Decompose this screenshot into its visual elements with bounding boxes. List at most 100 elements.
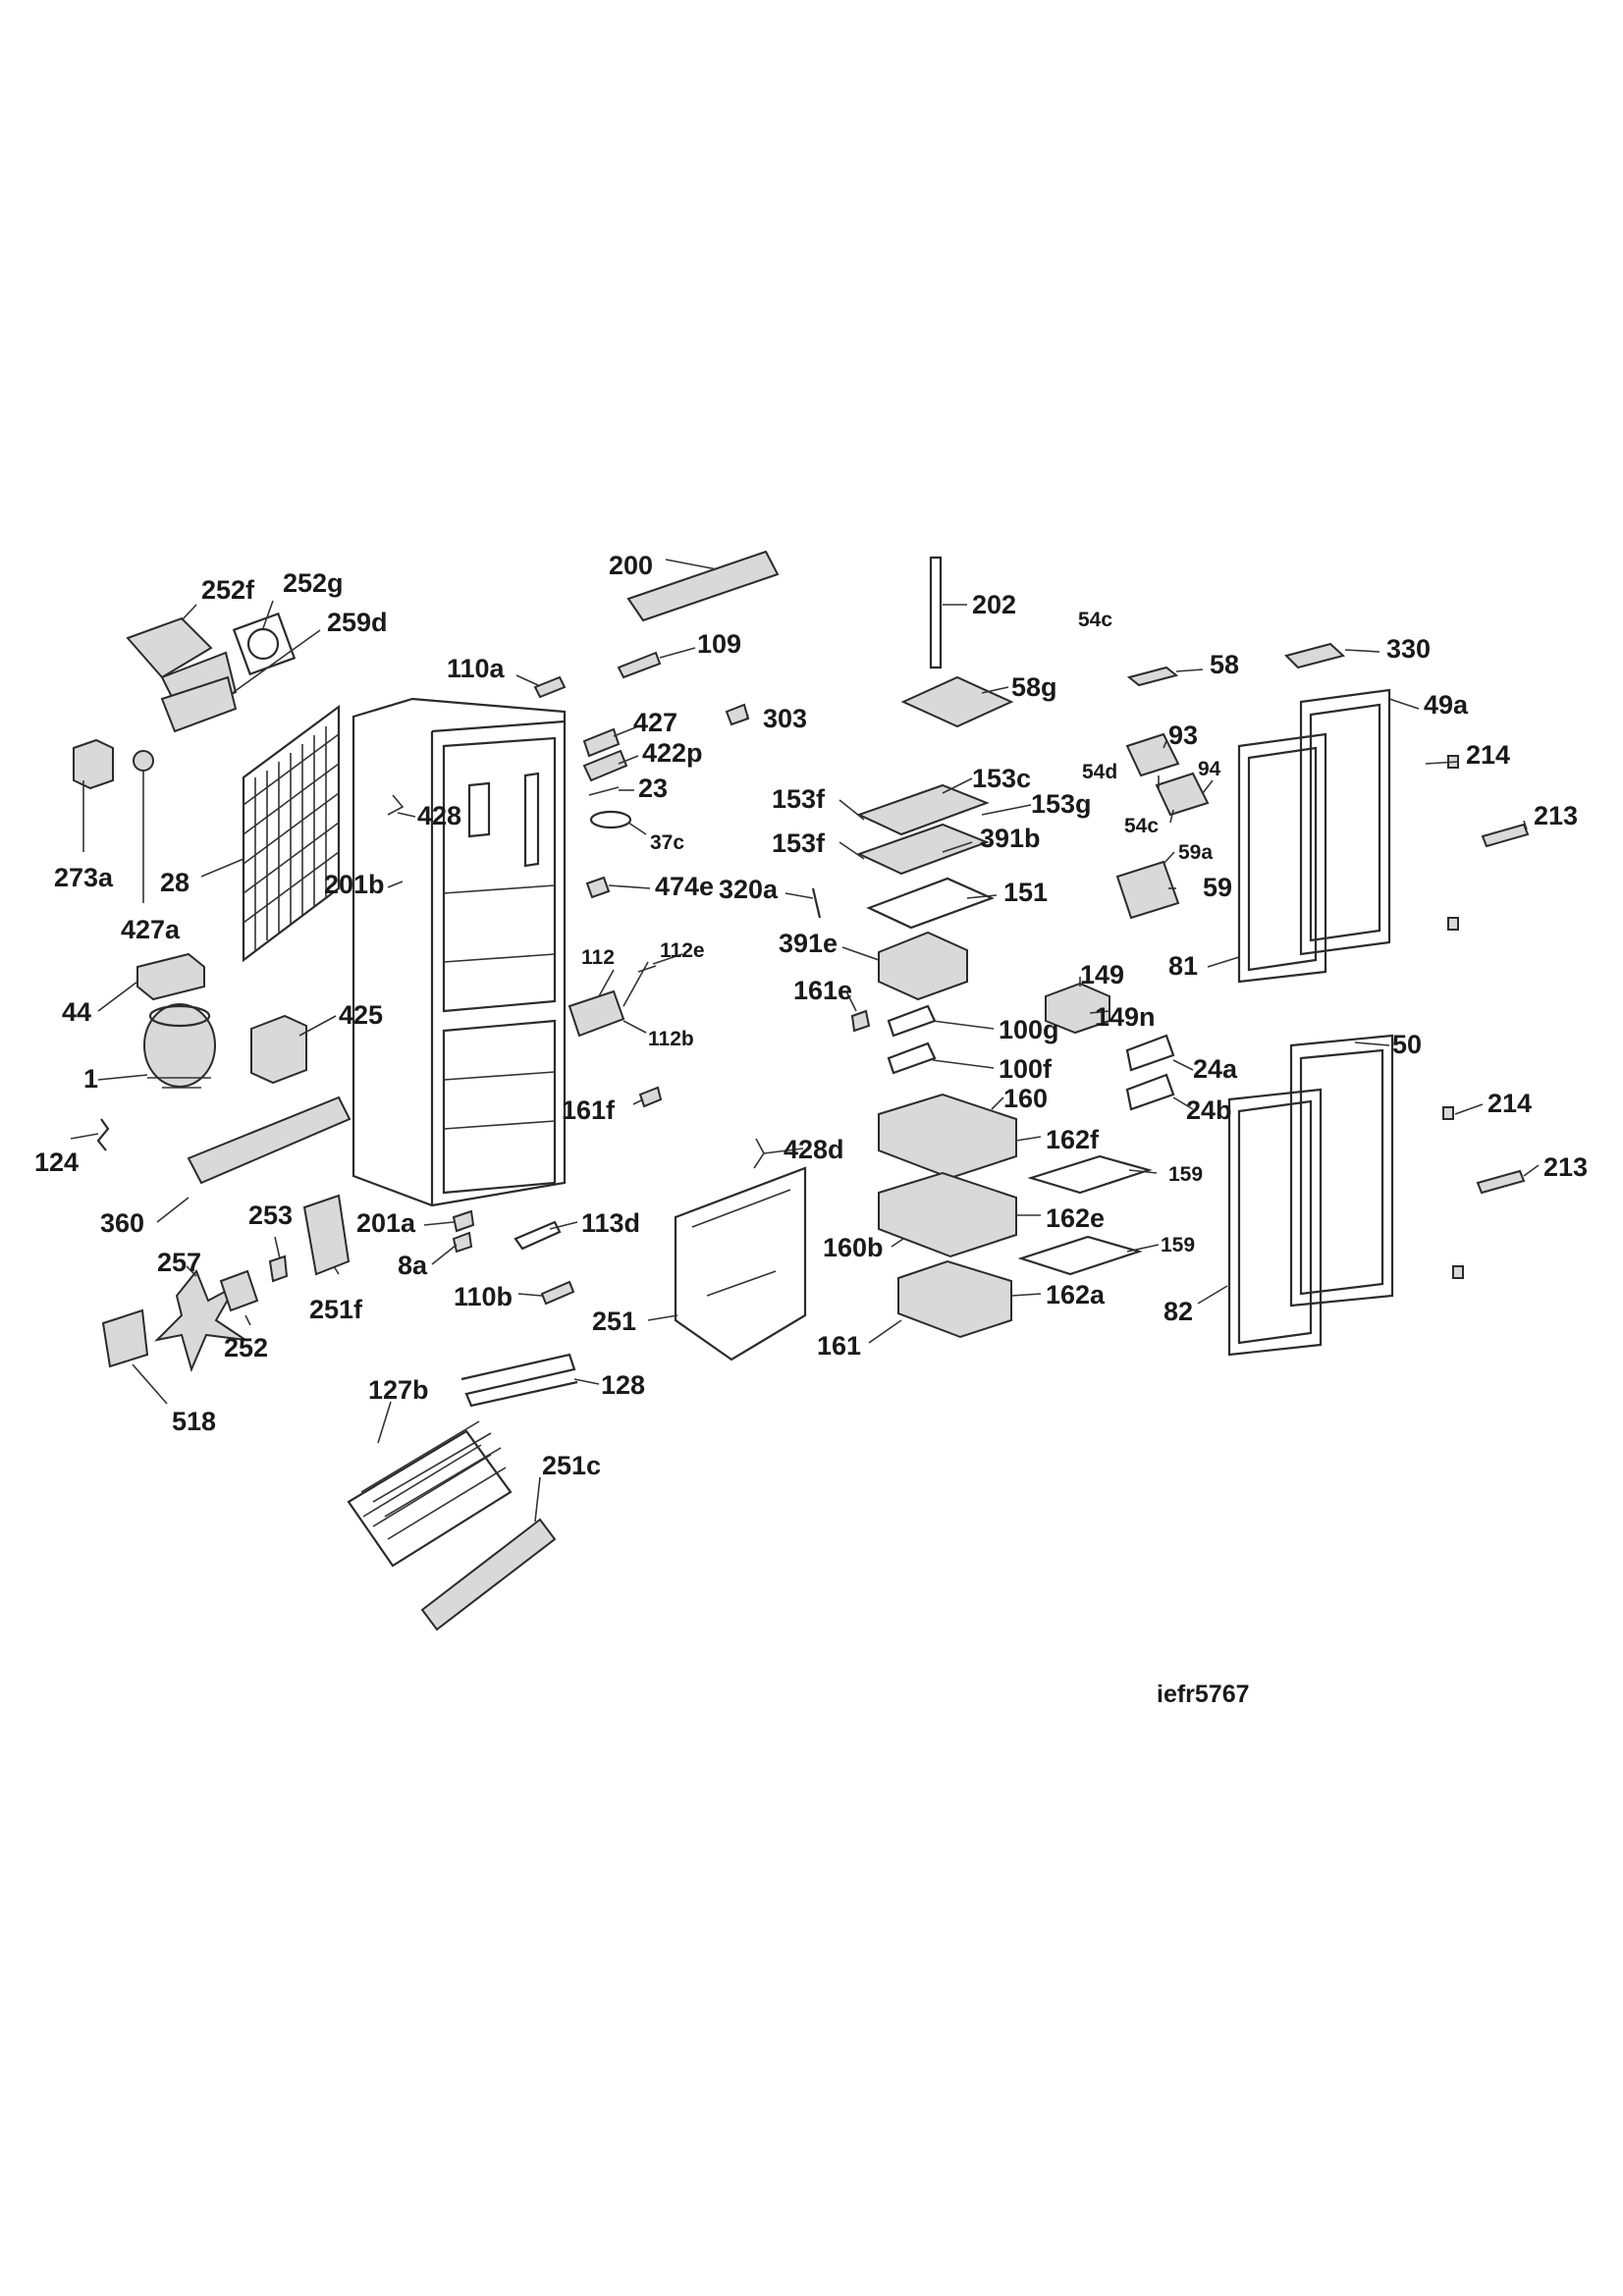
- glass-shelf-391b: [856, 823, 990, 876]
- drawer-161: [897, 1259, 1012, 1339]
- label-214-upper: 214: [1466, 740, 1510, 770]
- label-360: 360: [100, 1208, 144, 1238]
- upper-door: [1237, 688, 1391, 984]
- leader-lines: [70, 559, 1540, 1522]
- label-28: 28: [160, 868, 189, 897]
- label-252: 252: [224, 1333, 268, 1362]
- condenser-coil: [242, 704, 341, 963]
- part-303: [725, 703, 750, 726]
- label-153g: 153g: [1031, 789, 1092, 819]
- label-149n: 149n: [1095, 1002, 1156, 1032]
- label-109: 109: [697, 629, 741, 659]
- defrost-heater: [460, 1353, 578, 1408]
- evaporator-cover: [420, 1518, 557, 1631]
- label-59: 59: [1203, 873, 1232, 902]
- label-253: 253: [248, 1201, 293, 1230]
- label-427a: 427a: [121, 915, 181, 944]
- label-94: 94: [1198, 758, 1221, 780]
- fan-motor: [219, 1269, 259, 1312]
- drawer-391e: [878, 931, 968, 1001]
- fridge-cabinet: [352, 697, 567, 1207]
- glass-cover-159a: [1027, 1154, 1153, 1195]
- screw-214b: [1442, 1106, 1454, 1120]
- label-153f-b: 153f: [772, 828, 826, 858]
- drawer-160: [878, 1093, 1017, 1180]
- label-202: 202: [972, 590, 1016, 619]
- label-23: 23: [638, 774, 668, 803]
- label-425: 425: [339, 1000, 383, 1030]
- label-58g: 58g: [1011, 672, 1057, 702]
- label-112b: 112b: [648, 1028, 694, 1050]
- label-162a: 162a: [1046, 1280, 1106, 1309]
- label-518: 518: [172, 1407, 216, 1436]
- screw-lower-b: [1452, 1265, 1464, 1279]
- glass-shelf-153c: [856, 783, 990, 836]
- label-110b: 110b: [454, 1282, 513, 1311]
- label-128: 128: [601, 1370, 645, 1400]
- compressor: [96, 952, 216, 1151]
- lower-door: [1227, 1034, 1394, 1357]
- document-code: iefr5767: [1157, 1681, 1250, 1708]
- part-161e: [850, 1009, 871, 1033]
- part-320a: [811, 887, 822, 919]
- label-37c: 37c: [650, 831, 684, 854]
- balcony-94: [1155, 772, 1210, 817]
- glass-shelf-151: [866, 877, 995, 930]
- part-474e: [585, 876, 611, 899]
- label-54c-bottom: 54c: [1124, 815, 1159, 837]
- label-110a: 110a: [447, 654, 506, 683]
- label-273a: 273a: [54, 863, 114, 892]
- label-113d: 113d: [581, 1208, 640, 1238]
- part-110b: [540, 1280, 575, 1306]
- part-8a: [452, 1231, 473, 1254]
- rail-100g: [887, 1004, 937, 1038]
- label-127b: 127b: [368, 1375, 429, 1405]
- label-58: 58: [1210, 650, 1239, 679]
- label-259d: 259d: [327, 608, 388, 637]
- balcony-330: [1284, 642, 1346, 669]
- part-113d: [514, 1220, 562, 1251]
- label-59a: 59a: [1178, 841, 1213, 864]
- label-54d: 54d: [1082, 761, 1117, 783]
- label-422p: 422p: [642, 738, 703, 768]
- part-427: [582, 727, 621, 758]
- label-44: 44: [62, 997, 91, 1027]
- part-201a: [452, 1209, 475, 1233]
- handle-213b: [1476, 1169, 1526, 1195]
- callout-labels: 252f 252g 259d 200 202 54c 109 110a 58 3…: [34, 551, 1588, 1480]
- label-427: 427: [633, 708, 677, 737]
- label-49a: 49a: [1424, 690, 1469, 720]
- label-159-lower: 159: [1161, 1234, 1195, 1256]
- label-1: 1: [83, 1064, 98, 1094]
- label-200: 200: [609, 551, 653, 580]
- label-112: 112: [581, 946, 615, 969]
- thermostat-assembly: [568, 989, 625, 1038]
- label-428: 428: [417, 801, 461, 830]
- label-252f: 252f: [201, 575, 255, 605]
- part-110a: [533, 675, 567, 699]
- label-213-upper: 213: [1534, 801, 1578, 830]
- label-151: 151: [1003, 878, 1048, 907]
- part-251f: [302, 1194, 351, 1276]
- label-251f: 251f: [309, 1295, 363, 1324]
- balcony-59: [1115, 860, 1180, 920]
- label-50: 50: [1392, 1030, 1422, 1059]
- label-124: 124: [34, 1148, 79, 1177]
- fan-housing-assembly: [126, 612, 297, 733]
- label-160: 160: [1003, 1084, 1048, 1113]
- label-252g: 252g: [283, 568, 344, 598]
- balcony-58: [1126, 666, 1179, 687]
- thermal-protector: [133, 750, 154, 772]
- label-93: 93: [1168, 721, 1198, 750]
- evaporator: [347, 1420, 513, 1568]
- label-162f: 162f: [1046, 1125, 1100, 1154]
- label-153f-a: 153f: [772, 784, 826, 814]
- label-161: 161: [817, 1331, 861, 1361]
- part-109: [617, 651, 662, 679]
- label-320a: 320a: [719, 875, 779, 904]
- label-24a: 24a: [1193, 1054, 1238, 1084]
- rail-202: [929, 556, 943, 669]
- label-100f: 100f: [999, 1054, 1053, 1084]
- part-37c: [589, 810, 632, 829]
